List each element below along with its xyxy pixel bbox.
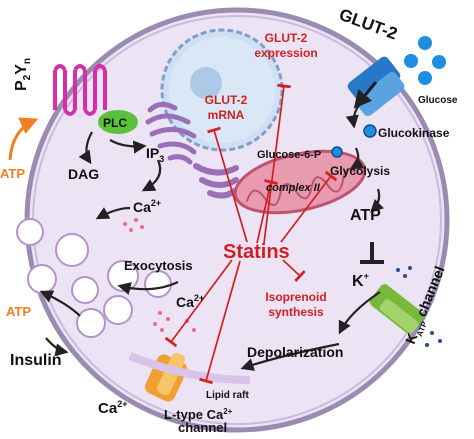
atp-right-label: ATP: [350, 207, 381, 224]
atp-insulin-label: ATP: [6, 304, 31, 319]
atp-feedback-arrow: [8, 117, 39, 161]
ca-mid-label: Ca2+: [133, 198, 161, 215]
glucokinase-icon: [363, 124, 377, 138]
pathway-arrows: [39, 103, 385, 371]
nucleus: [160, 28, 284, 152]
plc-blob: [98, 110, 138, 134]
glucokinase-label: Glucokinase: [378, 126, 450, 140]
ca-ion-dots: [123, 218, 196, 332]
glycolysis-label: Glycolysis: [330, 164, 390, 178]
katp-channel-icon: [369, 284, 425, 334]
k-ion-dots: [396, 266, 442, 347]
glucose-molecules: [404, 36, 446, 85]
statins-label: Statins: [223, 241, 290, 263]
lipid-raft-label: Lipid raft: [206, 390, 249, 401]
ip3-label: IP3: [146, 145, 164, 164]
endoplasmic-reticulum: [145, 102, 197, 165]
exocytosis-label: Exocytosis: [124, 258, 193, 273]
k-label: K+: [352, 271, 369, 290]
glut-inward-arrow: [353, 81, 378, 109]
plc-label: PLC: [103, 116, 127, 130]
statin-inhibition-lines: [164, 83, 338, 385]
atp-left-label: ATP: [0, 166, 25, 181]
depolarization-label: Depolarization: [247, 344, 343, 360]
insulin-label: Insulin: [10, 352, 62, 369]
ca-bottom-label: Ca2+: [98, 399, 127, 417]
p2y-receptor-icon: [53, 64, 107, 116]
glut2-label: GLUT-2: [337, 5, 400, 44]
dag-label: DAG: [68, 166, 99, 182]
p2y-label: P2Yn: [13, 58, 33, 91]
ltype-label: L-type Ca2+channel: [164, 407, 233, 435]
ca-left-label: Ca2+: [176, 293, 204, 310]
glucose6p-label: Glucose-6-P: [257, 149, 321, 161]
complex2-label: complex II: [266, 182, 321, 194]
lipid-raft-strip: [128, 352, 251, 384]
insulin-granules: [16, 218, 172, 338]
glucose6p-icon: [331, 146, 343, 158]
glucose-label: Glucose: [418, 95, 458, 106]
